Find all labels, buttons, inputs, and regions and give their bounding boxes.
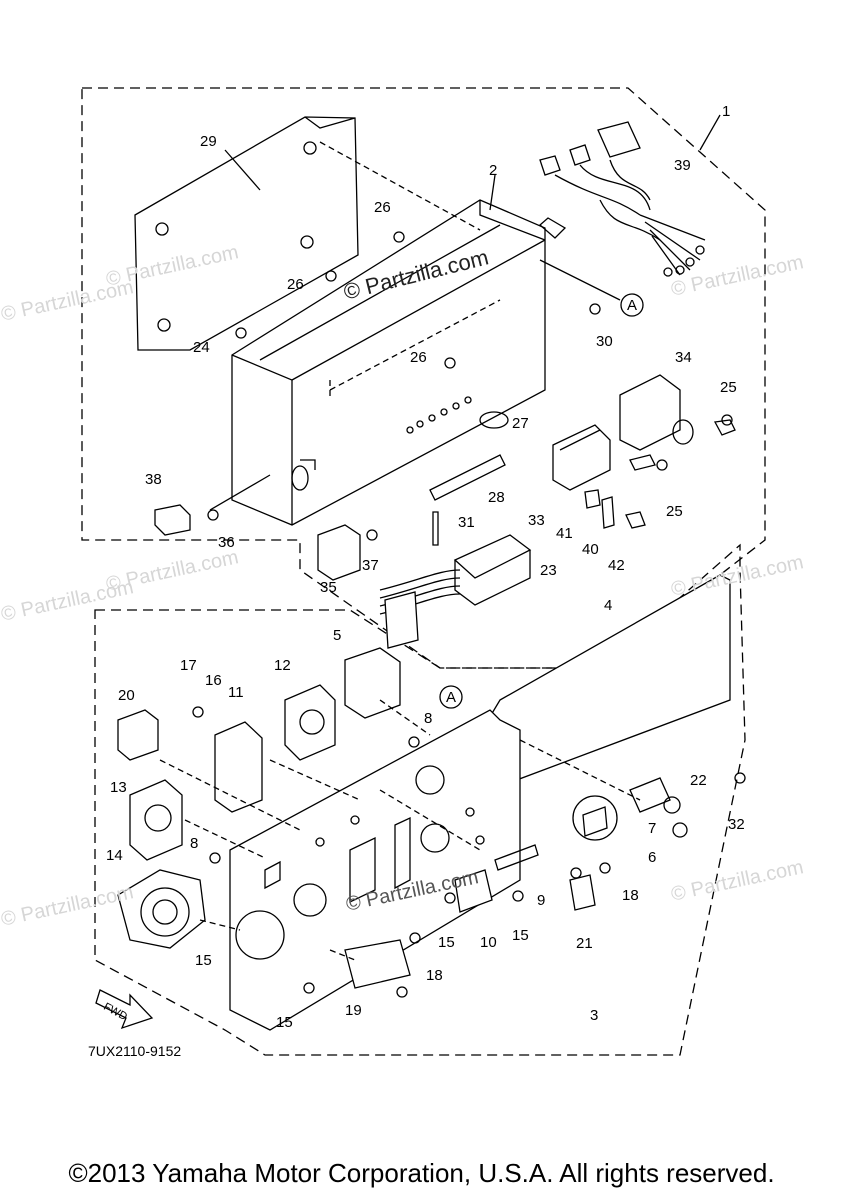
part-number-label: 8 [190, 835, 198, 852]
part-number-label: 33 [528, 512, 545, 529]
part-number-label: 25 [720, 379, 737, 396]
part-5-breaker [344, 647, 401, 719]
part-number-label: 37 [362, 557, 379, 574]
part-21 [569, 874, 596, 911]
part-number-label: 26 [287, 276, 304, 293]
part-number-label: 6 [648, 849, 656, 866]
part-7-meter [572, 795, 618, 841]
part-number-label: 17 [180, 657, 197, 674]
part-3-panel [229, 709, 521, 1031]
part-number-label: 42 [608, 557, 625, 574]
part-number-label: 28 [488, 489, 505, 506]
part-number-label: 12 [274, 657, 291, 674]
part-number-label: 16 [205, 672, 222, 689]
part-34-regulator [619, 374, 736, 451]
ref-marker-a-lower [439, 685, 463, 709]
part-number-label: 31 [458, 514, 475, 531]
part-number-label: 8 [424, 710, 432, 727]
part-number-label: 7 [648, 820, 656, 837]
part-22-key-switch [629, 777, 688, 838]
part-number-label: 26 [410, 349, 427, 366]
part-31-screw [432, 511, 439, 546]
part-number-label: 29 [200, 133, 217, 150]
part-number-label: 34 [675, 349, 692, 366]
part-11-outlet [214, 721, 263, 813]
part-number-label: 1 [722, 103, 730, 120]
part-39-harness [539, 121, 706, 277]
part-number-label: 15 [276, 1014, 293, 1031]
part-38-cap [154, 504, 191, 536]
part-number-label: 9 [537, 892, 545, 909]
part-number-label: 27 [512, 415, 529, 432]
screws [192, 231, 746, 998]
reference-marker-label: A [627, 297, 637, 314]
part-labels: 1 2 3 4 5 6 7 8 8 9 10 11 12 13 14 15 15… [101, 103, 744, 1031]
part-number-label: 18 [426, 967, 443, 984]
part-number-label: 39 [674, 157, 691, 174]
part-number-label: 24 [193, 339, 210, 356]
part-28-bar [429, 454, 506, 501]
part-35-relay [317, 524, 361, 581]
ref-marker-a-upper [620, 293, 644, 317]
assembly-boundary-lower [94, 543, 746, 1056]
copyright-footer: ©2013 Yamaha Motor Corporation, U.S.A. A… [68, 1158, 775, 1188]
part-9 [494, 844, 539, 871]
part-13-outlet [129, 779, 183, 861]
part-14-outlet [117, 869, 206, 949]
part-number-label: 10 [480, 934, 497, 951]
part-number-label: 19 [345, 1002, 362, 1019]
part-20-switch [117, 709, 159, 761]
part-number-label: 22 [690, 772, 707, 789]
part-23-rectifier [379, 534, 532, 649]
part-number-label: 25 [666, 503, 683, 520]
part-number-label: 4 [604, 597, 612, 614]
part-19 [344, 939, 411, 989]
part-number-label: 26 [374, 199, 391, 216]
part-number-label: 3 [590, 1007, 598, 1024]
part-number-label: 21 [576, 935, 593, 952]
part-number-label: 38 [145, 471, 162, 488]
part-number-label: 5 [333, 627, 341, 644]
assembly-boundary-upper [81, 87, 766, 669]
part-number-label: 15 [195, 952, 212, 969]
part-40 [601, 496, 615, 529]
part-number-label: 30 [596, 333, 613, 350]
part-41 [584, 489, 601, 509]
part-42 [625, 511, 646, 529]
part-29-plate [134, 116, 359, 351]
part-number-label: 41 [556, 525, 573, 542]
part-number-label: 23 [540, 562, 557, 579]
part-number-label: 14 [106, 847, 123, 864]
part-number-label: 20 [118, 687, 135, 704]
part-number-label: 15 [512, 927, 529, 944]
part-number-label: 35 [320, 579, 337, 596]
part-10 [454, 869, 493, 913]
diagram-code: 7UX2110-9152 [88, 1043, 182, 1059]
part-33-cdi [552, 424, 656, 491]
part-12-outlet [284, 684, 336, 761]
part-number-label: 18 [622, 887, 639, 904]
part-number-label: 32 [728, 816, 745, 833]
part-number-label: 13 [110, 779, 127, 796]
part-27-grommet [479, 411, 509, 429]
part-number-label: 2 [489, 162, 497, 179]
part-number-label: 15 [438, 934, 455, 951]
part-number-label: 40 [582, 541, 599, 558]
fwd-arrow [95, 989, 154, 1030]
reference-marker-label: A [446, 689, 456, 706]
part-number-label: 11 [228, 684, 244, 701]
part-number-label: 36 [218, 534, 235, 551]
part-2-control-box [231, 199, 567, 526]
